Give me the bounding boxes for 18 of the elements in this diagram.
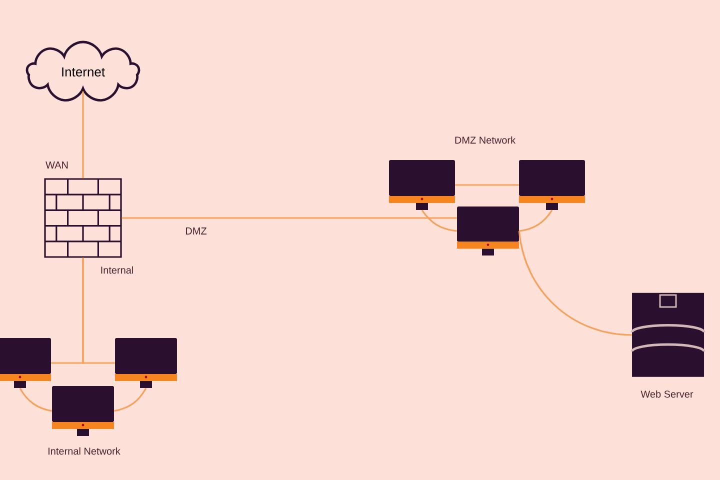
connector-line bbox=[122, 217, 457, 219]
cloud-node: Internet bbox=[26, 40, 140, 102]
monitor-icon bbox=[389, 160, 455, 210]
port-label: Internal bbox=[101, 266, 133, 274]
monitor-icon bbox=[52, 386, 114, 436]
monitor-icon bbox=[0, 338, 51, 388]
group-label: Internal Network bbox=[48, 447, 120, 455]
port-label: WAN bbox=[46, 162, 68, 168]
port-label: Web Server bbox=[640, 390, 694, 398]
edge-label: DMZ bbox=[184, 226, 208, 236]
connector-line bbox=[421, 210, 457, 232]
monitor-icon bbox=[519, 160, 585, 210]
monitor-icon bbox=[115, 338, 177, 388]
connector-line bbox=[455, 184, 519, 186]
group-label: DMZ Network bbox=[455, 136, 516, 144]
monitor-icon bbox=[457, 206, 519, 256]
connector-line bbox=[518, 230, 632, 336]
connector-line bbox=[82, 258, 115, 364]
